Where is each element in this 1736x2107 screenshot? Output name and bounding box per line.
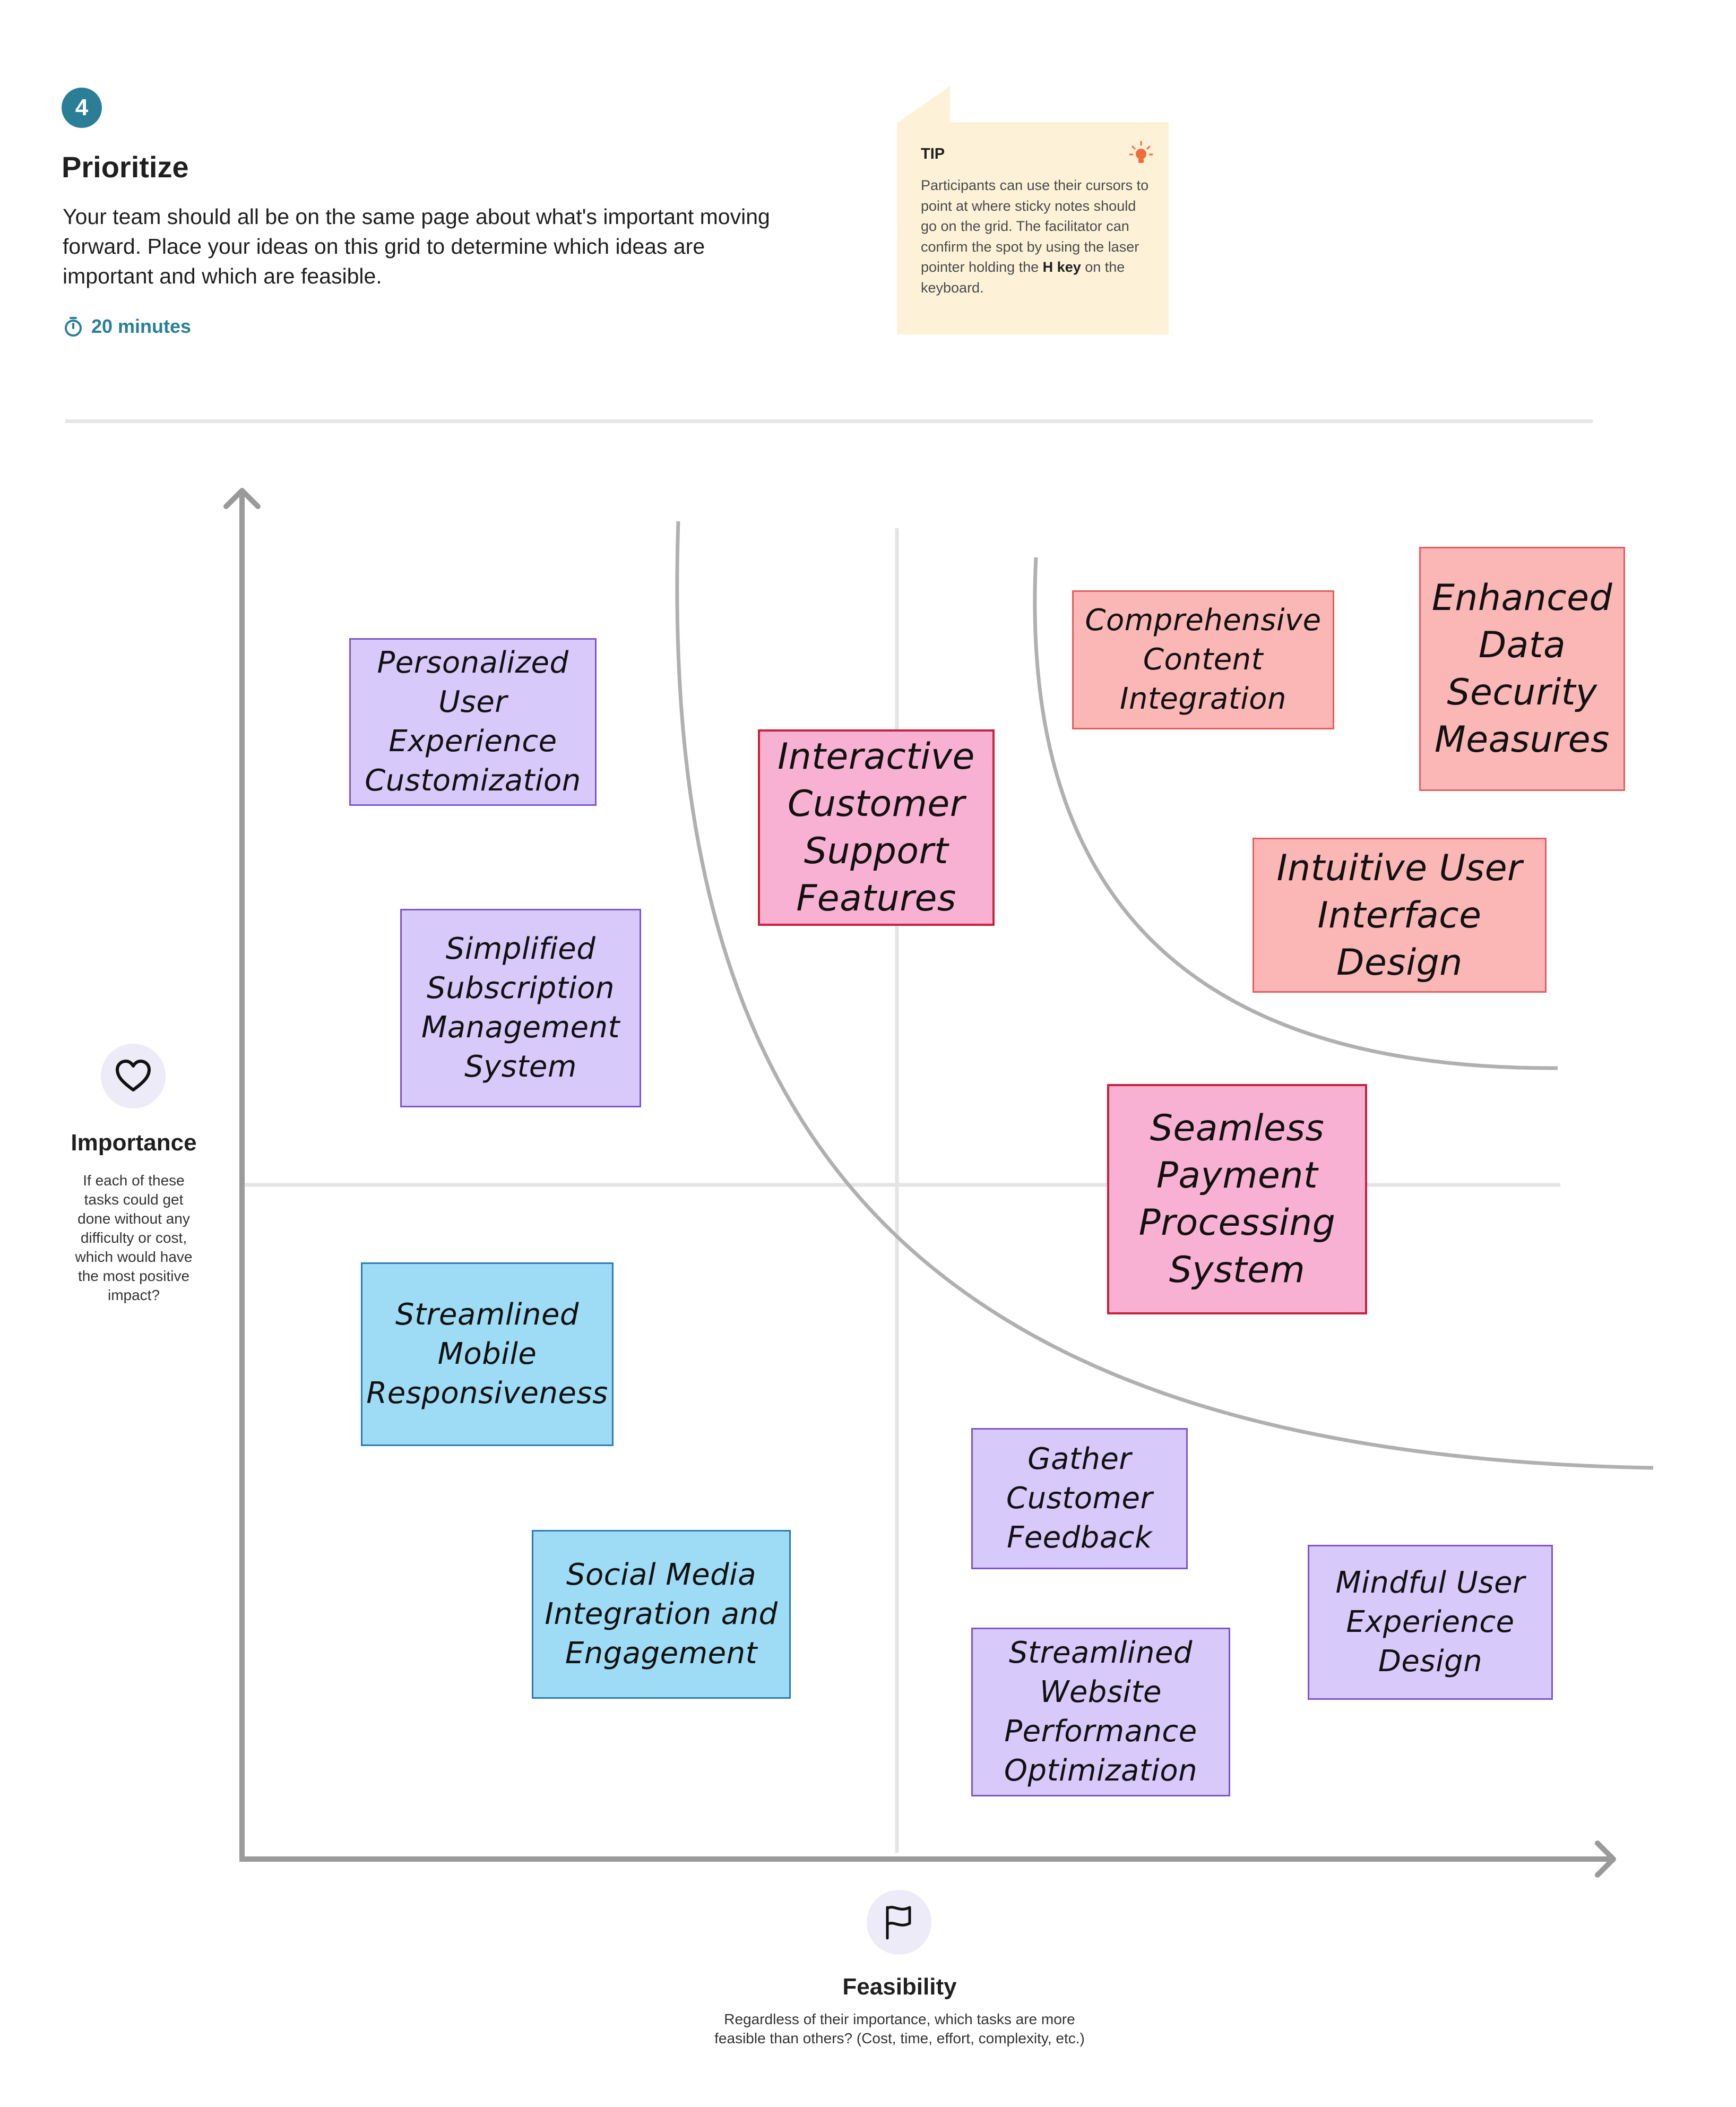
- sticky-note[interactable]: Enhanced Data Security Measures: [1419, 547, 1625, 791]
- sticky-note[interactable]: Intuitive User Interface Design: [1253, 838, 1547, 993]
- sticky-note[interactable]: Gather Customer Feedback: [971, 1428, 1188, 1569]
- feasibility-icon-circle: [867, 1890, 931, 1955]
- sticky-note[interactable]: Personalized User Experience Customizati…: [349, 638, 597, 806]
- x-axis-arrowhead: [1595, 1841, 1616, 1878]
- step-number-badge: 4: [62, 88, 102, 128]
- flag-icon: [886, 1906, 911, 1940]
- timer-icon: [65, 317, 82, 337]
- tip-text: Participants can use their cursors to po…: [921, 177, 1149, 296]
- feasibility-axis-description: Regardless of their importance, which ta…: [714, 2011, 1085, 2046]
- y-axis-arrowhead: [223, 488, 261, 509]
- tip-card: TIP Participants can use their cursors t…: [897, 122, 1169, 334]
- tip-label: TIP: [921, 145, 945, 162]
- lightbulb-icon: [1129, 141, 1153, 163]
- importance-axis-description: If each of these tasks could get done wi…: [75, 1172, 193, 1303]
- importance-axis-title: Importance: [71, 1130, 197, 1156]
- feasibility-axis-title: Feasibility: [842, 1974, 957, 2000]
- tip-callout-tail: [897, 86, 950, 123]
- page-title: Prioritize: [62, 150, 189, 184]
- outer-priority-curve: [675, 521, 1654, 1470]
- duration-label: 20 minutes: [63, 315, 191, 338]
- sticky-note[interactable]: Interactive Customer Support Features: [758, 729, 995, 926]
- sticky-note[interactable]: Seamless Payment Processing System: [1107, 1084, 1367, 1314]
- sticky-note[interactable]: Simplified Subscription Management Syste…: [400, 909, 641, 1107]
- sticky-note[interactable]: Streamlined Mobile Responsiveness: [361, 1262, 614, 1446]
- heart-icon: [116, 1060, 151, 1091]
- sticky-note[interactable]: Mindful User Experience Design: [1308, 1545, 1553, 1700]
- section-description: Your team should all be on the same page…: [63, 204, 770, 288]
- sticky-note[interactable]: Streamlined Website Performance Optimiza…: [971, 1628, 1230, 1796]
- sticky-note[interactable]: Social Media Integration and Engagement: [532, 1530, 791, 1699]
- sticky-note[interactable]: Comprehensive Content Integration: [1072, 590, 1334, 729]
- importance-icon-circle: [101, 1044, 166, 1108]
- inner-priority-curve: [1033, 557, 1558, 1070]
- duration-text: 20 minutes: [91, 315, 192, 337]
- section-divider: [65, 419, 1593, 423]
